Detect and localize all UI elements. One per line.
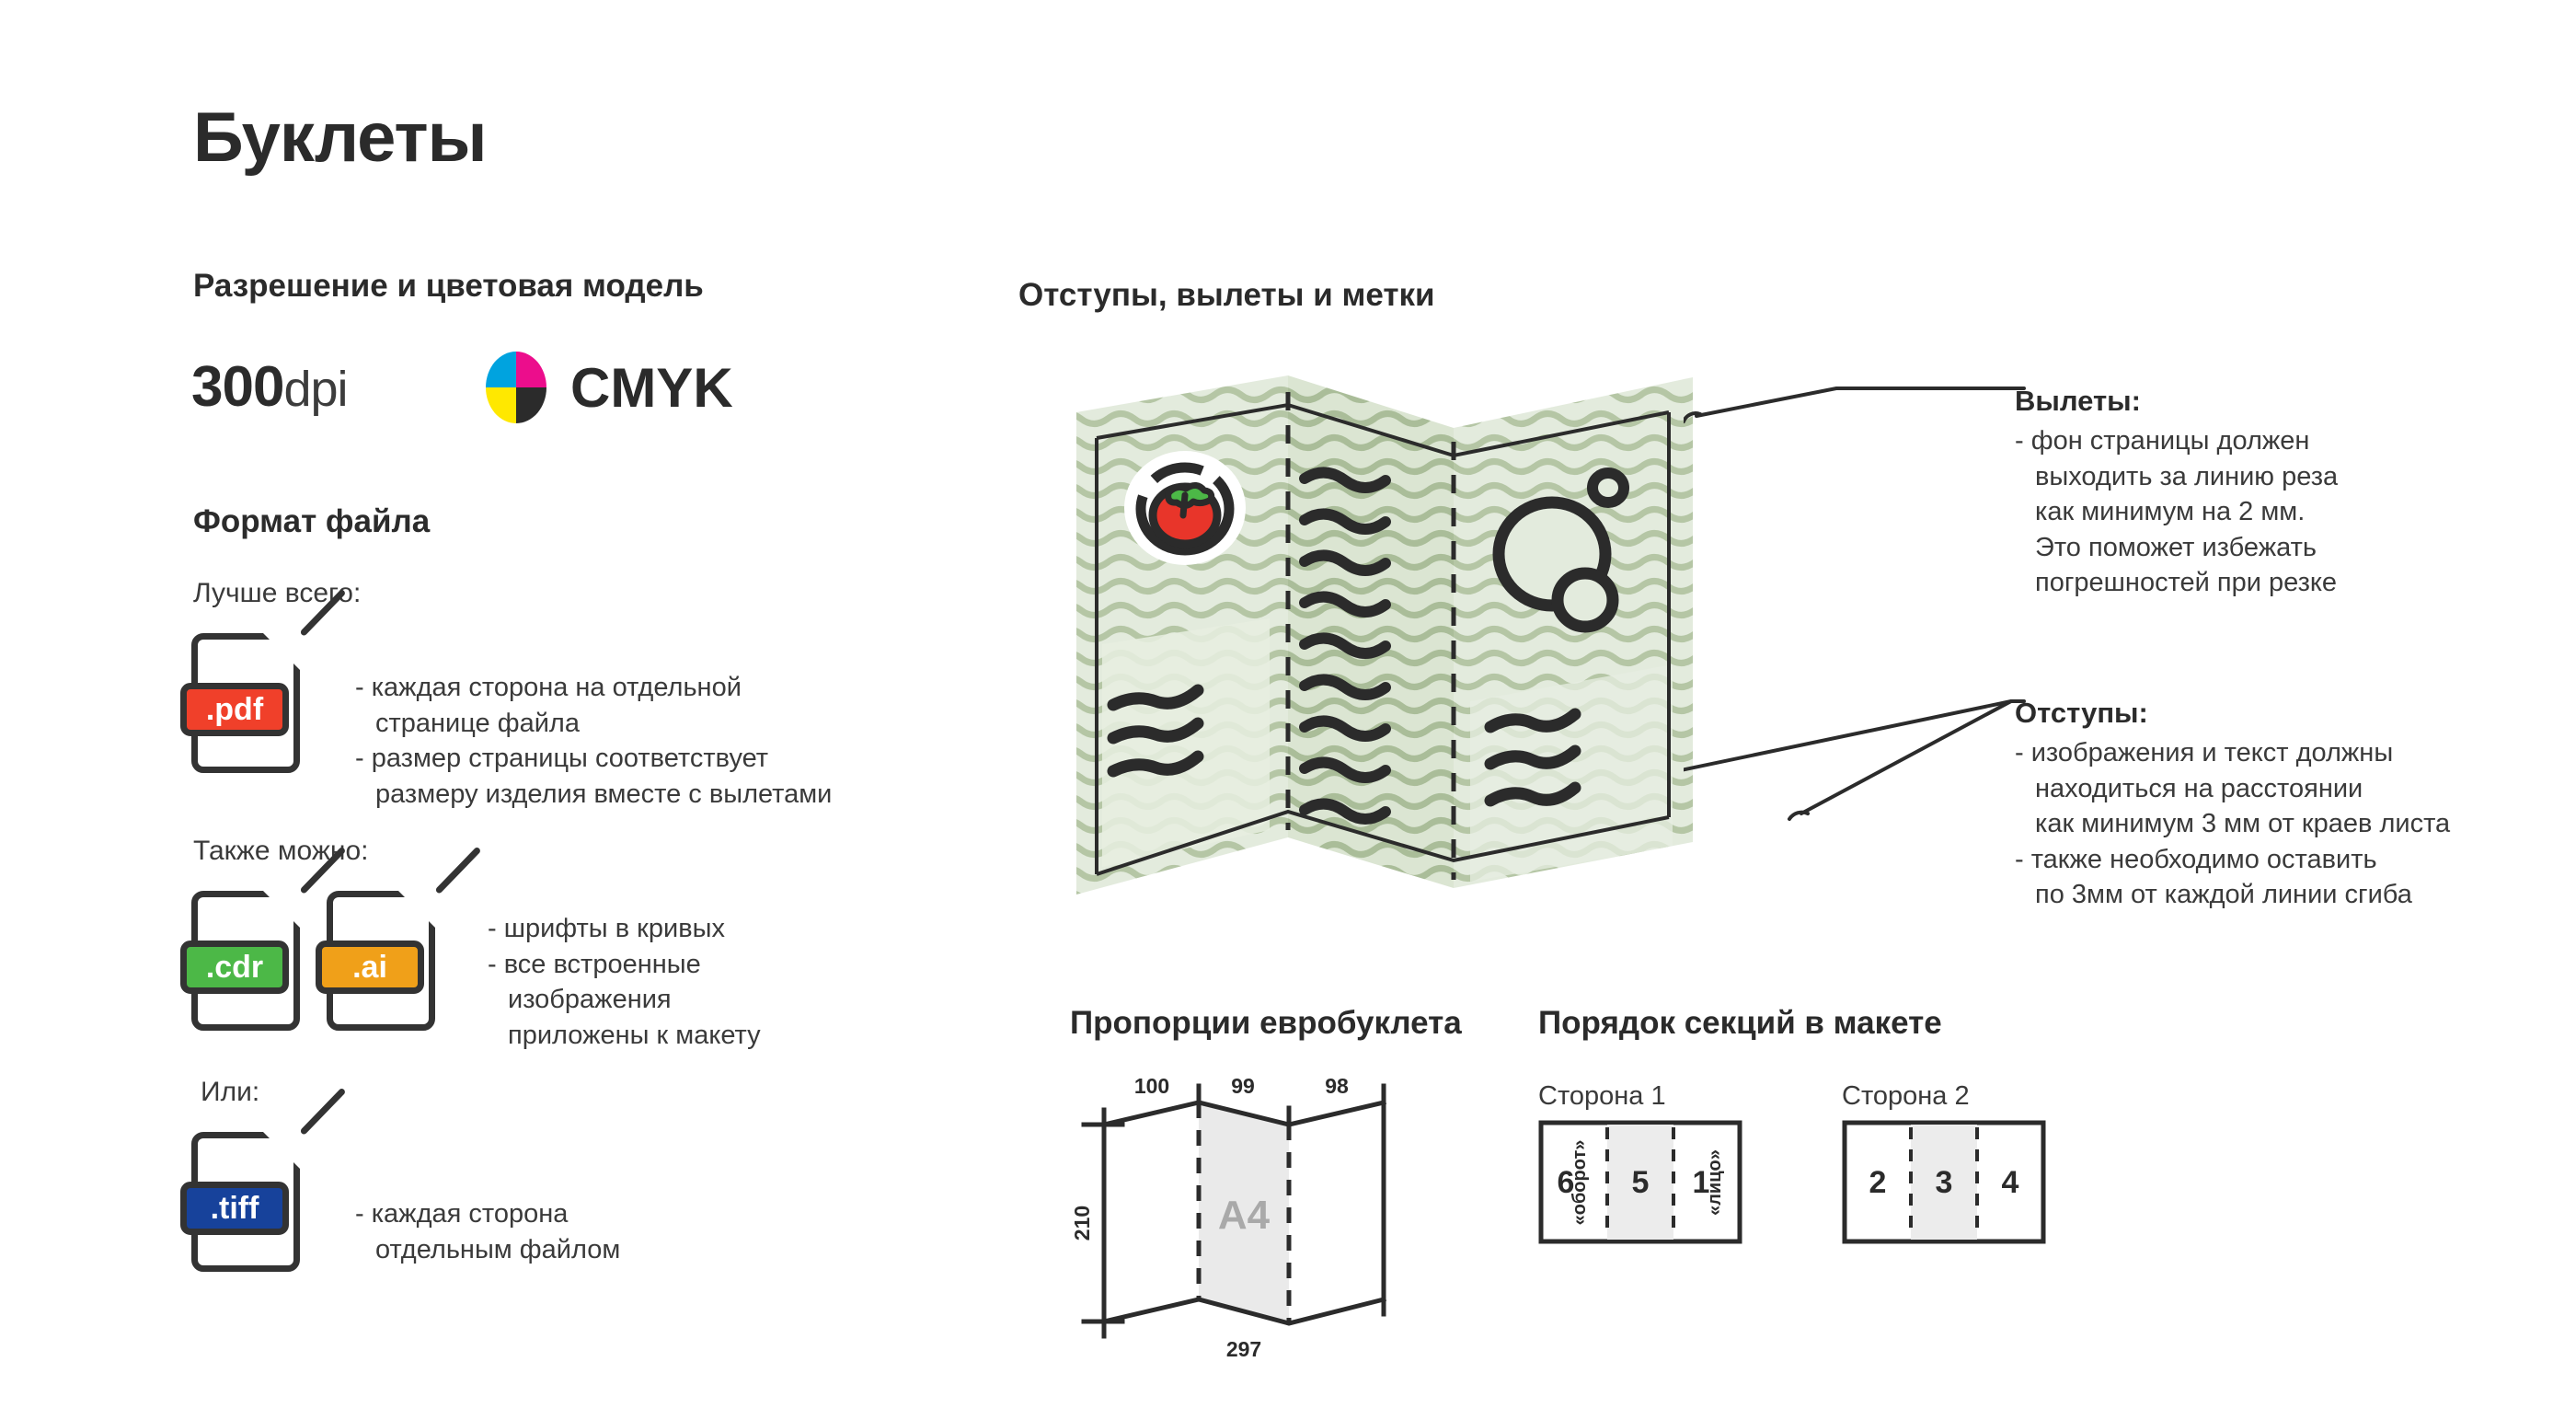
file-format-heading: Формат файла [193, 503, 431, 539]
callout-bleed: Вылеты: - фон страницы должен выходить з… [2015, 385, 2338, 601]
pdf-notes: - каждая сторона на отдельной странице ф… [355, 670, 832, 812]
file-corner-foldline [434, 846, 482, 894]
pdf-file-icon: .pdf [180, 588, 347, 773]
panel-width-1: 100 [1134, 1074, 1169, 1098]
pdf-note-line: - размер страницы соответствует [355, 744, 769, 774]
side-1-block: Сторона 1 6 5 1 «оборот» «лицо» [1538, 1081, 1742, 1244]
order-heading: Порядок секций в макете [1538, 1005, 1942, 1041]
callout-indent-body: - изображения и текст должны находиться … [2015, 735, 2450, 913]
left-panel-content [1102, 451, 1270, 867]
side-1-label: Сторона 1 [1538, 1081, 1666, 1111]
callout-line: - фон страницы должен [2015, 426, 2310, 456]
side-1-panel-2: 5 [1632, 1165, 1650, 1200]
proportions-diagram: 100 99 98 210 297 A4 [1056, 1068, 1443, 1390]
callout-bleed-title: Вылеты: [2015, 385, 2141, 417]
cdr-file-icon: .cdr [180, 846, 347, 1031]
tiff-note-line: отдельным файлом [375, 1234, 621, 1264]
callout-line: находиться на расстоянии [2035, 773, 2363, 803]
callout-line: погрешностей при резке [2035, 568, 2338, 598]
cmyk-wheel-icon [486, 352, 546, 423]
side-1-panel-1: 6 [1558, 1165, 1575, 1200]
cmyk-block: CMYK [486, 352, 733, 423]
side-1-panel-3-note: «лицо» [1705, 1149, 1725, 1216]
panel-width-2: 99 [1231, 1074, 1255, 1098]
side-1-panel-3: 1 [1693, 1165, 1710, 1200]
callout-line: Это поможет избежать [2035, 532, 2317, 562]
pdf-note-line: - каждая сторона на отдельной [355, 673, 742, 702]
middle-panel-content [1299, 467, 1391, 825]
also-note-line: изображения [508, 985, 672, 1015]
or-option-label: Или: [201, 1077, 260, 1107]
cmyk-yellow-quadrant [486, 387, 516, 423]
side-2-shaded-panel [1911, 1125, 1977, 1240]
diagram-height: 210 [1070, 1206, 1094, 1241]
tiff-note-line: - каждая сторона [355, 1199, 569, 1229]
callout-bleed-body: - фон страницы должен выходить за линию … [2015, 423, 2338, 601]
ai-file-icon: .ai [316, 846, 482, 1031]
also-note-line: приложены к макету [508, 1020, 761, 1050]
pdf-badge: .pdf [180, 683, 289, 736]
cdr-badge: .cdr [180, 941, 289, 994]
diagram-total-width: 297 [1226, 1337, 1261, 1361]
file-corner-fold [259, 1128, 304, 1172]
side-2-block: Сторона 2 2 3 4 [1842, 1081, 2046, 1244]
bottom-zigzag [1100, 1296, 1387, 1326]
side-1-panel-1-note: «оборот» [1570, 1140, 1590, 1226]
a4-label: A4 [1218, 1193, 1271, 1238]
file-corner-foldline [299, 1087, 347, 1136]
proportions-heading: Пропорции евробуклета [1070, 1005, 1462, 1041]
also-note-line: - все встроенные [488, 949, 701, 979]
a4-shaded-panel [1199, 1102, 1289, 1323]
cmyk-key-quadrant [516, 387, 546, 423]
also-notes: - шрифты в кривых - все встроенные изобр… [488, 911, 761, 1053]
cut-line-outline [1095, 402, 1671, 876]
pdf-note-line: размеру изделия вместе с вылетами [375, 779, 833, 809]
file-corner-fold [259, 629, 304, 674]
callout-indent-title: Отступы: [2015, 697, 2148, 729]
resolution-heading: Разрешение и цветовая модель [193, 268, 704, 304]
indent-leader-a [1800, 699, 2026, 815]
cmyk-label: CMYK [570, 356, 733, 419]
callout-indent: Отступы: - изображения и текст должны на… [2015, 697, 2450, 913]
cmyk-cyan-quadrant [486, 352, 516, 387]
panel-width-3: 98 [1325, 1074, 1349, 1098]
side-2-panel-2: 3 [1936, 1165, 1953, 1200]
brochure-illustration [1058, 359, 1812, 948]
side-1-shaded-panel [1607, 1125, 1673, 1240]
page-title: Буклеты [193, 98, 488, 177]
dpi-unit: dpi [283, 362, 348, 417]
cmyk-magenta-quadrant [516, 352, 546, 387]
marks-heading: Отступы, вылеты и метки [1018, 277, 1435, 313]
pdf-note-line: странице файла [375, 708, 580, 738]
also-note-line: - шрифты в кривых [488, 914, 725, 943]
side-2-diagram: 2 3 4 [1842, 1120, 2046, 1244]
side-2-label: Сторона 2 [1842, 1081, 1970, 1111]
side-2-panel-1: 2 [1869, 1165, 1887, 1200]
callout-line: как минимум 3 мм от краев листа [2035, 809, 2451, 839]
tiff-badge: .tiff [180, 1182, 289, 1235]
fold-lines [1285, 392, 1456, 880]
file-corner-fold [259, 887, 304, 931]
callout-line: - также необходимо оставить [2015, 844, 2377, 874]
callout-line: как минимум на 2 мм. [2035, 497, 2306, 527]
tiff-notes: - каждая сторона отдельным файлом [355, 1196, 620, 1267]
callout-line: выходить за линию реза [2035, 461, 2339, 491]
dpi-number: 300 [191, 355, 284, 419]
top-zigzag [1100, 1099, 1387, 1128]
file-corner-fold [395, 887, 439, 931]
dpi-block: 300 dpi [191, 354, 349, 420]
callout-line: - изображения и текст должны [2015, 738, 2394, 767]
tiff-file-icon: .tiff [180, 1087, 347, 1272]
callout-line: по 3мм от каждой линии сгиба [2035, 880, 2412, 910]
side-1-diagram: 6 5 1 «оборот» «лицо» [1538, 1120, 1742, 1244]
ai-badge: .ai [316, 941, 424, 994]
side-2-panel-3: 4 [2002, 1165, 2019, 1200]
